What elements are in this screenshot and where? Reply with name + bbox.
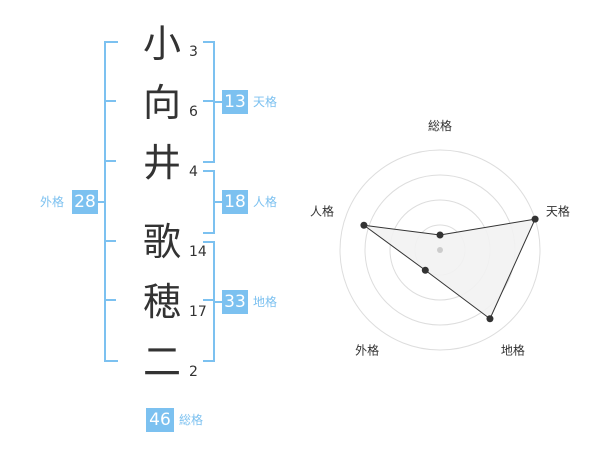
radar-axis-label-1: 総格 <box>428 118 452 133</box>
gaikaku-label: 外格 <box>40 195 65 209</box>
stroke-count-5: 17 <box>189 304 207 320</box>
radar-ring-4 <box>339 149 541 351</box>
tenkaku-connector <box>213 101 222 103</box>
stroke-count-4: 14 <box>189 244 207 260</box>
radar-point-1 <box>436 231 444 239</box>
stroke-count-1: 3 <box>189 44 198 60</box>
stroke-count-3: 4 <box>189 164 198 180</box>
soukaku-label: 総格 <box>179 413 204 427</box>
tenkaku-value-badge: 13 <box>222 90 248 114</box>
radar-axis-label-5: 人格 <box>310 204 334 219</box>
radar-point-4 <box>421 266 429 274</box>
radar-axis-label-2: 天格 <box>546 204 570 219</box>
chikaku-label: 地格 <box>253 295 278 309</box>
name-char-5: 穂 <box>142 280 181 324</box>
gaikaku-tick-3 <box>104 240 116 242</box>
radar-point-2 <box>531 215 539 223</box>
radar-axis-label-3: 地格 <box>501 342 525 357</box>
radar-center <box>437 247 443 253</box>
gaikaku-connector <box>98 201 106 203</box>
jinkaku-label: 人格 <box>253 195 278 209</box>
jinkaku-value-badge: 18 <box>222 190 248 214</box>
chikaku-tick <box>203 299 213 301</box>
tenkaku-tick <box>203 100 213 102</box>
name-char-6: 二 <box>142 340 181 384</box>
gaikaku-value-badge: 28 <box>72 190 98 214</box>
name-char-2: 向 <box>142 81 181 125</box>
chikaku-connector <box>213 301 222 303</box>
radar-point-3 <box>486 315 494 323</box>
radar-axis-label-4: 外格 <box>355 342 379 357</box>
radar-area <box>363 218 536 320</box>
stroke-count-6: 2 <box>189 364 198 380</box>
name-char-1: 小 <box>142 22 181 66</box>
gaikaku-tick-2 <box>104 160 116 162</box>
soukaku-value-badge: 46 <box>146 408 174 432</box>
stroke-count-2: 6 <box>189 104 198 120</box>
name-char-4: 歌 <box>142 220 181 264</box>
radar-point-5 <box>360 221 368 229</box>
gaikaku-tick-1 <box>104 100 116 102</box>
tenkaku-label: 天格 <box>253 95 278 109</box>
gaikaku-tick-4 <box>104 299 116 301</box>
name-char-3: 井 <box>142 141 181 185</box>
jinkaku-connector <box>213 201 222 203</box>
chikaku-value-badge: 33 <box>222 290 248 314</box>
